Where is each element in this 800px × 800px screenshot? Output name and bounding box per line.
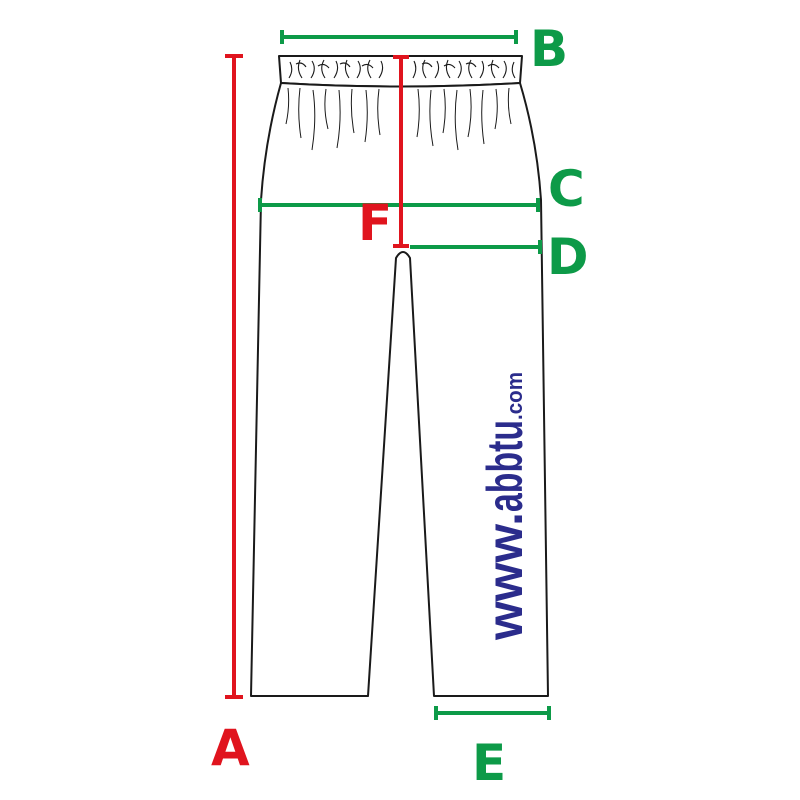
label-b: B [530, 20, 568, 78]
watermark: www.abbtu.com [477, 372, 533, 641]
watermark-www: www. [477, 512, 533, 641]
label-d: D [547, 228, 589, 286]
watermark-tld: .com [502, 372, 527, 420]
measure-line-f [393, 55, 409, 248]
pleat-lines [285, 87, 512, 151]
watermark-text: www.abbtu.com [477, 372, 533, 641]
measure-line-e [434, 706, 551, 720]
measure-line-b [280, 30, 518, 44]
pants-outline [250, 55, 549, 697]
label-a: A [211, 719, 250, 777]
watermark-name: abbtu [477, 420, 533, 512]
label-e: E [472, 734, 506, 792]
measure-line-d [410, 240, 542, 254]
pants-body [250, 82, 549, 697]
label-f: F [358, 194, 392, 252]
measure-line-a [225, 54, 243, 699]
label-c: C [548, 160, 585, 218]
waistband-gathers [288, 59, 516, 79]
